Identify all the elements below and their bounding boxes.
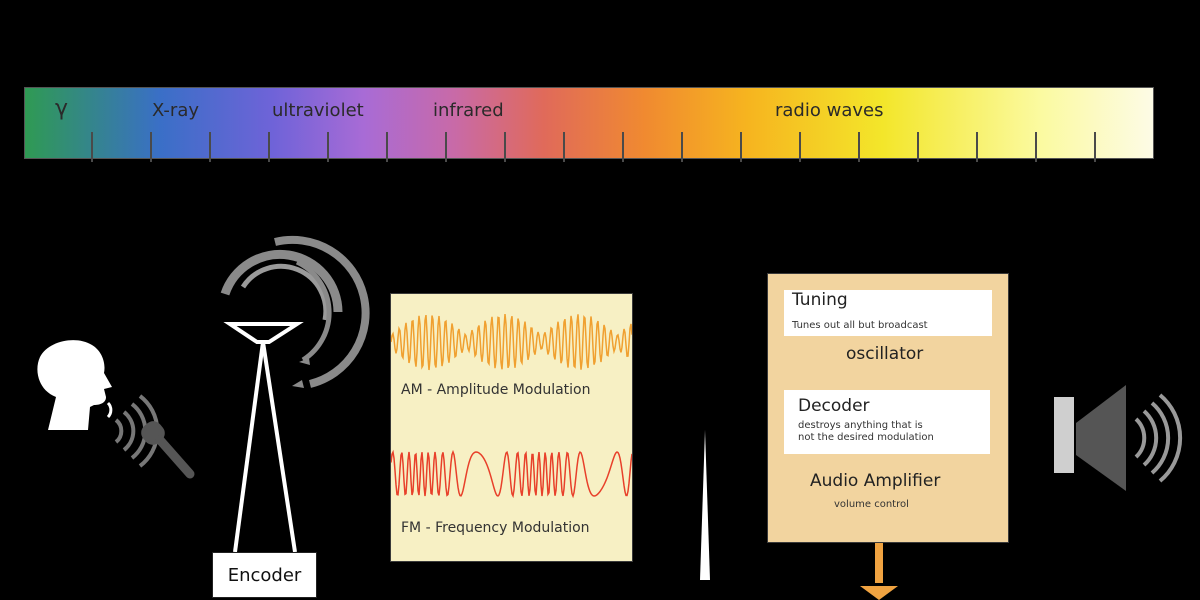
spectrum-tick (858, 132, 860, 162)
decoder-description-2: not the desired modulation (798, 432, 934, 443)
spectrum-tick (386, 132, 388, 162)
receiving-antenna-icon (690, 430, 720, 585)
microphone-icon (108, 390, 208, 485)
signal-arrow-icon (860, 586, 898, 600)
band-radio-waves-label: radio waves (775, 100, 884, 121)
band-gamma-label: γ (55, 96, 69, 121)
spectrum-tick (445, 132, 447, 162)
encoder-label: Encoder (227, 564, 302, 586)
spectrum-bar: γ X-ray ultraviolet infrared radio waves (24, 87, 1154, 162)
decoder-box: Decoder destroys anything that is not th… (784, 390, 990, 454)
spectrum-tick (563, 132, 565, 162)
speaker-icon (1048, 383, 1188, 493)
am-label: AM - Amplitude Modulation (401, 382, 591, 398)
head-icon (28, 335, 128, 435)
broadcast-tower-icon (205, 232, 375, 557)
radio-wave-arcs-icon (220, 235, 370, 388)
am-waveform (391, 314, 632, 371)
amplifier-title: Audio Amplifier (810, 471, 941, 491)
spectrum-tick (681, 132, 683, 162)
decoder-description-1: destroys anything that is (798, 420, 923, 431)
spectrum-tick (1035, 132, 1037, 162)
spectrum-tick (740, 132, 742, 162)
tuning-description: Tunes out all but broadcast (792, 320, 928, 331)
fm-label: FM - Frequency Modulation (401, 520, 590, 536)
spectrum-tick (209, 132, 211, 162)
fm-waveform (391, 449, 632, 499)
spectrum-tick (799, 132, 801, 162)
receiver-panel: Tuning Tunes out all but broadcast oscil… (767, 273, 1009, 543)
encoder-box: Encoder (212, 552, 317, 598)
amplifier-description: volume control (834, 499, 909, 510)
fm-wave-line (391, 449, 632, 499)
band-infrared-label: infrared (433, 100, 504, 121)
spectrum-tick (1094, 132, 1096, 162)
spectrum-tick (622, 132, 624, 162)
band-ultraviolet-label: ultraviolet (272, 100, 364, 121)
modulation-panel: AM - Amplitude Modulation FM - Frequency… (390, 293, 633, 562)
tuning-box: Tuning Tunes out all but broadcast (784, 290, 992, 336)
spectrum-tick (504, 132, 506, 162)
spectrum-tick (150, 132, 152, 162)
oscillator-label: oscillator (846, 344, 924, 364)
spectrum-tick (268, 132, 270, 162)
spectrum-tick (976, 132, 978, 162)
spectrum-tick (327, 132, 329, 162)
spectrum-tick (917, 132, 919, 162)
band-xray-label: X-ray (152, 100, 200, 121)
am-wave-line (391, 314, 632, 371)
decoder-title: Decoder (798, 396, 870, 416)
spectrum-tick (91, 132, 93, 162)
tuning-title: Tuning (792, 290, 848, 310)
